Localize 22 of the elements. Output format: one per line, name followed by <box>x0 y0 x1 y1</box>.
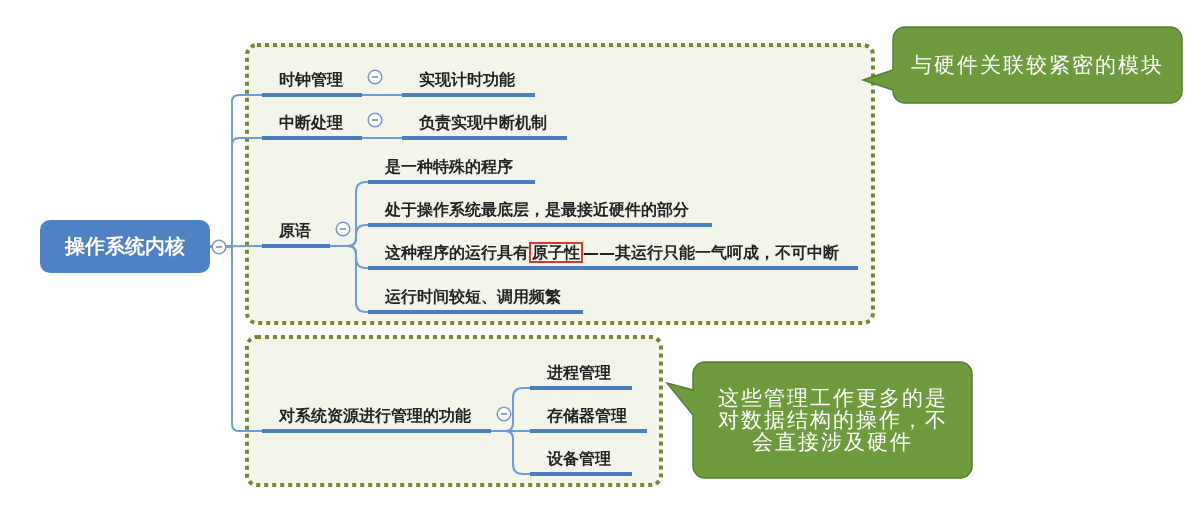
underlined-topic: 处于操作系统最底层，是最接近硬件的部分 <box>368 199 712 227</box>
underlined-topic: 时钟管理 <box>262 69 362 97</box>
underlined-topic: 这种程序的运行具有原子性——其运行只能一气呵成，不可中断 <box>368 242 858 270</box>
branch-line <box>361 137 403 139</box>
branch-line <box>209 245 263 432</box>
underlined-topic: 进程管理 <box>530 362 632 390</box>
dotted-group-box <box>245 335 663 487</box>
underlined-topic: 对系统资源进行管理的功能 <box>262 405 491 433</box>
dotted-group-box <box>245 43 875 325</box>
root-topic-box: 操作系统内核 <box>40 220 210 273</box>
speech-bubble: 与硬件关联较紧密的模块 <box>860 25 1184 105</box>
underlined-topic: 运行时间较短、调用频繁 <box>368 286 583 314</box>
underlined-topic: 存储器管理 <box>530 405 647 433</box>
underlined-topic: 设备管理 <box>530 448 632 476</box>
branch-line <box>361 94 403 96</box>
underlined-topic: 负责实现中断机制 <box>402 112 567 140</box>
underlined-topic: 实现计时功能 <box>402 69 535 97</box>
branch-line <box>490 430 531 475</box>
underlined-topic: 原语 <box>262 220 330 248</box>
speech-bubble: 这些管理工作更多的是对数据结构的操作，不会直接涉及硬件 <box>664 360 974 480</box>
underlined-topic: 是一种特殊的程序 <box>368 156 535 184</box>
underlined-topic: 中断处理 <box>262 112 362 140</box>
